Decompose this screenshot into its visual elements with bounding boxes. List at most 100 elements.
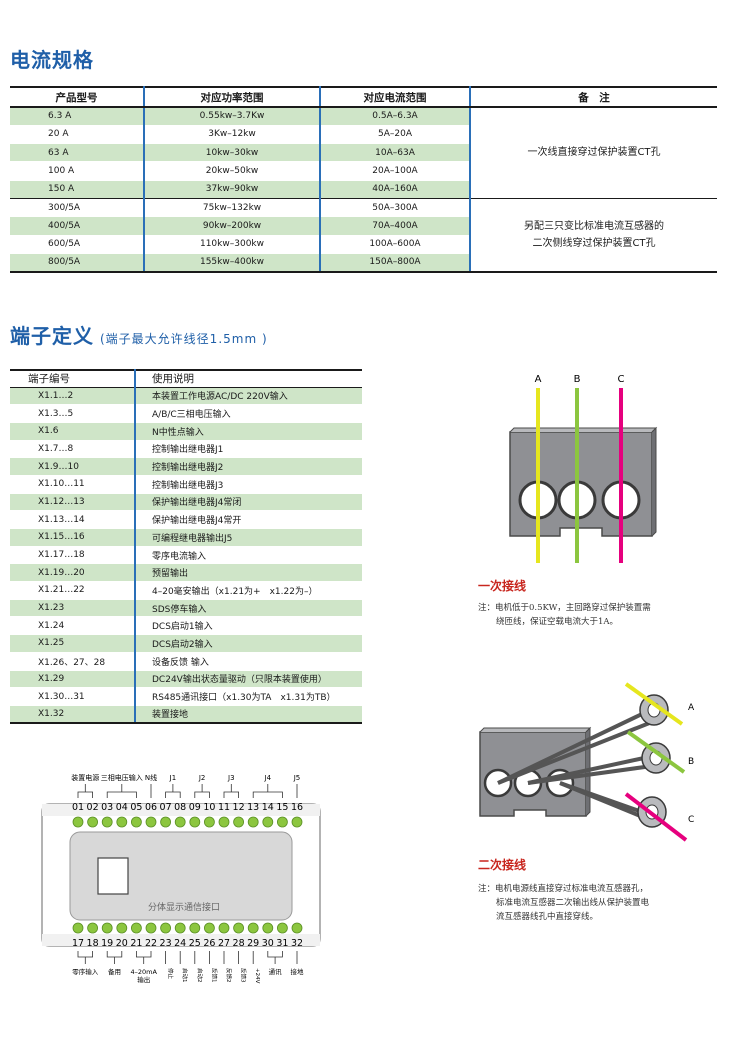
terminal-screw [291, 922, 303, 934]
terminal-screw [101, 816, 113, 828]
terminal-number-cell: X1.15…16 [10, 528, 136, 547]
header-current: 对应电流范围 [320, 86, 471, 108]
table-row: 800/5A 155kw–400kw 150A–800A [10, 253, 717, 273]
top-group-brackets [77, 784, 298, 798]
terminal-number: 17 [72, 938, 84, 949]
terminal-usage-cell: DC24V输出状态量驱动（只限本装置使用） [135, 670, 362, 689]
phase-b-wire [626, 730, 686, 774]
table-header-row: 端子编号 使用说明 [10, 369, 362, 388]
terminal-number: 06 [145, 802, 157, 813]
model-cell: 150 A [10, 180, 145, 199]
terminal-number: 31 [276, 938, 288, 949]
primary-wiring-label: 一次接线 [478, 579, 527, 593]
terminal-number: 27 [218, 938, 230, 949]
terminal-usage-cell: N中性点输入 [135, 422, 362, 441]
secondary-note-line2: 标准电流互感器二次输出线从保护装置电 [496, 898, 650, 908]
terminal-screw [203, 922, 215, 934]
terminal-screw [131, 922, 142, 934]
terminal-usage-cell: 预留输出 [135, 563, 362, 583]
terminal-number-cell: X1.21…22 [10, 581, 136, 600]
phase-b-label: B [688, 757, 694, 767]
power-cell: 110kw–300kw [144, 235, 321, 254]
remark-group2: 另配三只变比标准电流互感器的 二次侧线穿过保护装置CT孔 [470, 198, 717, 273]
terminal-usage-cell: 控制输出继电器J1 [135, 440, 362, 459]
terminal-usage-cell: 零序电流输入 [135, 546, 362, 565]
current-cell: 20A–100A [320, 161, 471, 181]
terminal-usage-cell: 装置接地 [135, 705, 362, 725]
phase-c-wire [624, 792, 688, 842]
top-group-label: J3 [227, 774, 235, 782]
bottom-group-brackets [77, 951, 298, 964]
terminal-screw [189, 922, 201, 934]
bottom-group-label: 4–20mA [130, 968, 157, 976]
terminal-number: 15 [276, 802, 288, 813]
model-cell: 600/5A [10, 235, 145, 254]
terminal-number-cell: X1.29 [10, 670, 136, 689]
secondary-wiring-label: 二次接线 [478, 858, 527, 872]
bottom-group-bracket [267, 951, 283, 964]
current-cell: 0.5A–6.3A [320, 107, 471, 126]
terminal-title: 端子定义(端子最大允许线径1.5mm ) [10, 320, 268, 349]
primary-wiring-diagram: A B C [509, 374, 658, 563]
terminal-usage-cell: 保护输出继电器J4常开 [135, 510, 362, 529]
current-cell: 10A–63A [320, 143, 471, 163]
bottom-group-label: 接地 [291, 967, 305, 976]
model-cell: 63 A [10, 143, 145, 163]
terminal-number: 05 [130, 802, 142, 813]
terminal-title-sub: (端子最大允许线径1.5mm ) [100, 332, 268, 346]
terminal-number-cell: X1.6 [10, 422, 136, 441]
top-group-bracket [106, 784, 137, 798]
power-cell: 75kw–132kw [144, 198, 321, 218]
secondary-wiring-note: 注：电机电源线直接穿过标准电流互感器孔， 标准电流互感器二次输出线从保护装置电 … [478, 882, 718, 924]
bottom-group-label: 反馈1 [210, 968, 218, 983]
table-row: 400/5A 90kw–200kw 70A–400A [10, 216, 717, 236]
terminal-screw [131, 816, 142, 828]
top-terminal-screws [72, 816, 303, 828]
terminal-screw [276, 922, 288, 934]
table-row: 600/5A 110kw–300kw 100A–600A [10, 235, 717, 254]
terminal-number: 07 [160, 802, 172, 813]
terminal-screw [247, 922, 259, 934]
terminal-screw [247, 816, 259, 828]
terminal-usage-cell: SDS停车输入 [135, 599, 362, 618]
bottom-group-label: 输出 [137, 975, 150, 984]
terminal-number: 04 [116, 802, 128, 813]
secondary-leads [497, 712, 653, 822]
top-group-bracket [165, 784, 181, 798]
terminal-number: 23 [160, 938, 172, 949]
terminal-screw [174, 816, 186, 828]
terminal-number: 10 [203, 802, 215, 813]
current-cell: 150A–800A [320, 253, 471, 273]
terminal-number: 03 [101, 802, 113, 813]
header-remark: 备 注 [470, 86, 717, 108]
terminal-number-cell: X1.12…13 [10, 493, 136, 512]
current-cell: 70A–400A [320, 216, 471, 236]
current-cell: 100A–600A [320, 235, 471, 254]
display-panel: 分体显示通信接口 [69, 831, 293, 921]
terminal-number: 24 [174, 938, 186, 949]
terminal-number: 25 [189, 938, 201, 949]
terminal-screw [116, 922, 128, 934]
terminal-number: 12 [233, 802, 245, 813]
terminal-number: 18 [87, 938, 99, 949]
terminal-usage-cell: 可编程继电器输出J5 [135, 528, 362, 547]
terminal-screw [233, 922, 245, 934]
terminal-number: 19 [101, 938, 113, 949]
terminal-screw [101, 922, 113, 934]
secondary-wiring-diagram: A B C [479, 682, 695, 842]
terminal-screw [72, 922, 84, 934]
terminal-number: 11 [218, 802, 230, 813]
terminal-number: 09 [189, 802, 201, 813]
terminal-number-cell: X1.9…10 [10, 457, 136, 476]
